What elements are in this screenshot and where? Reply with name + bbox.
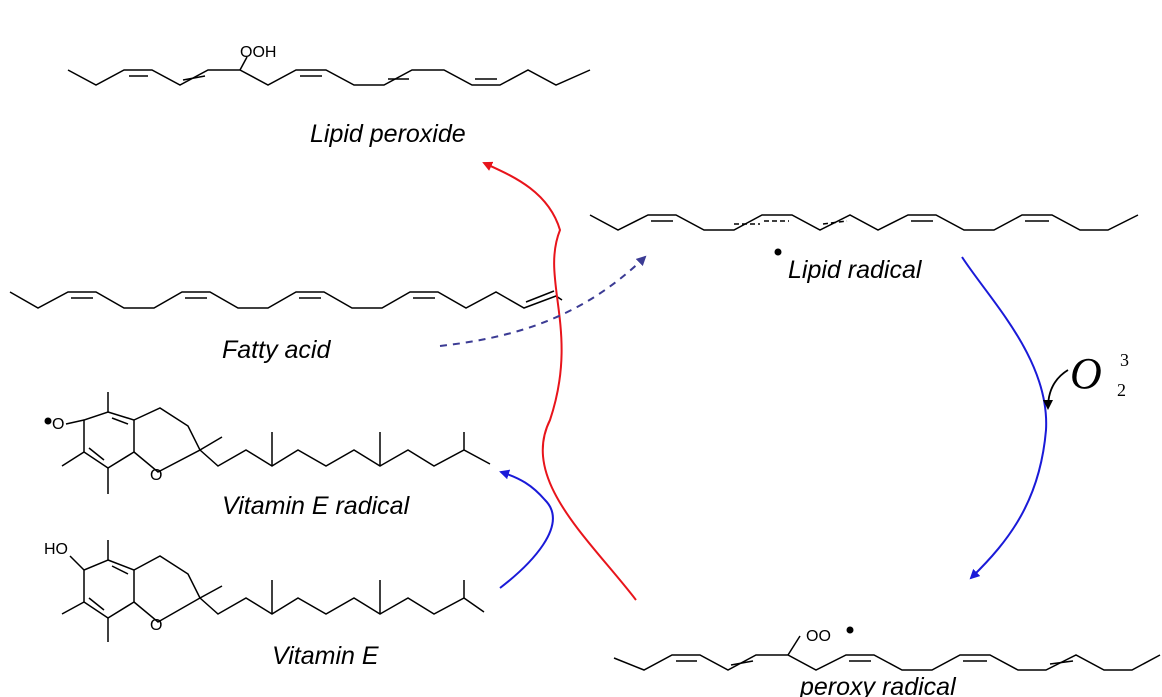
chroman-ring — [133, 555, 201, 623]
delocalized-bond — [822, 220, 848, 225]
blue-arrow-vitamin-e-to-radical — [499, 469, 554, 589]
fatty-acid-structure — [9, 290, 563, 309]
methyl-bond — [199, 436, 223, 451]
fatty-acid-label: Fatty acid — [222, 336, 331, 364]
aromatic-ring — [83, 559, 135, 619]
aromatic-double-bond — [88, 447, 105, 461]
radical-dot — [44, 417, 52, 425]
radical-dot — [846, 626, 854, 634]
vitamin-e-radical-structure: O O — [44, 392, 491, 494]
radical-dot — [774, 248, 782, 256]
phenoxyl-oxygen: O — [52, 416, 64, 433]
peroxy-radical-structure: OO — [613, 626, 1161, 671]
methyl-bond — [199, 585, 223, 599]
triplet-oxygen: O 2 3 — [1070, 349, 1129, 400]
peroxy-radical-label: peroxy radical — [799, 673, 957, 697]
aromatic-double-bond — [111, 417, 129, 425]
ring-oxygen: O — [150, 617, 162, 634]
aromatic-ring — [83, 411, 135, 469]
black-arrow-oxygen-addition — [1043, 369, 1069, 410]
blue-arrow-lipid-radical-to-peroxy — [961, 256, 1048, 580]
oxygen-superscript: 3 — [1120, 350, 1129, 370]
oxygen-bond — [65, 419, 85, 425]
double-bond — [730, 660, 754, 666]
hydroperoxide-bond — [239, 56, 248, 71]
oxygen-subscript: 2 — [1117, 380, 1126, 400]
ring-oxygen: O — [150, 467, 162, 484]
chroman-ring — [133, 407, 201, 473]
peroxy-bond — [787, 635, 801, 656]
double-bond — [1049, 660, 1074, 665]
lipid-peroxide-label: Lipid peroxide — [310, 120, 466, 148]
phytyl-tail — [199, 449, 491, 467]
lipid-radical-structure — [589, 214, 1139, 256]
peroxy-radical-chain — [613, 654, 1161, 671]
hydroxyl-group: HO — [44, 541, 68, 558]
aromatic-double-bond — [111, 565, 129, 575]
hydroxyl-bond — [69, 555, 85, 571]
hydroperoxide-group: OOH — [240, 44, 276, 61]
lipid-radical-chain — [589, 214, 1139, 231]
vitamin-e-label: Vitamin E — [272, 642, 379, 670]
vitamin-e-radical-label: Vitamin E radical — [222, 492, 411, 520]
peroxy-group: OO — [806, 628, 831, 645]
oxygen-symbol: O — [1070, 349, 1102, 398]
fatty-acid-chain — [9, 291, 563, 309]
methyl-bond — [61, 451, 85, 467]
lipid-peroxide-chain — [67, 69, 591, 86]
lipid-radical-label: Lipid radical — [788, 256, 923, 284]
lipid-peroxide-structure: OOH — [67, 44, 591, 86]
methyl-bond — [61, 601, 85, 615]
dashed-arrow-fatty-acid-to-lipid-radical — [439, 255, 647, 347]
red-arrow-peroxy-to-lipid-peroxide — [482, 161, 637, 601]
double-bond — [525, 290, 555, 303]
vitamin-e-structure: HO O — [44, 540, 485, 642]
phytyl-tail — [199, 597, 485, 615]
aromatic-double-bond — [88, 597, 105, 611]
double-bond — [182, 75, 206, 81]
